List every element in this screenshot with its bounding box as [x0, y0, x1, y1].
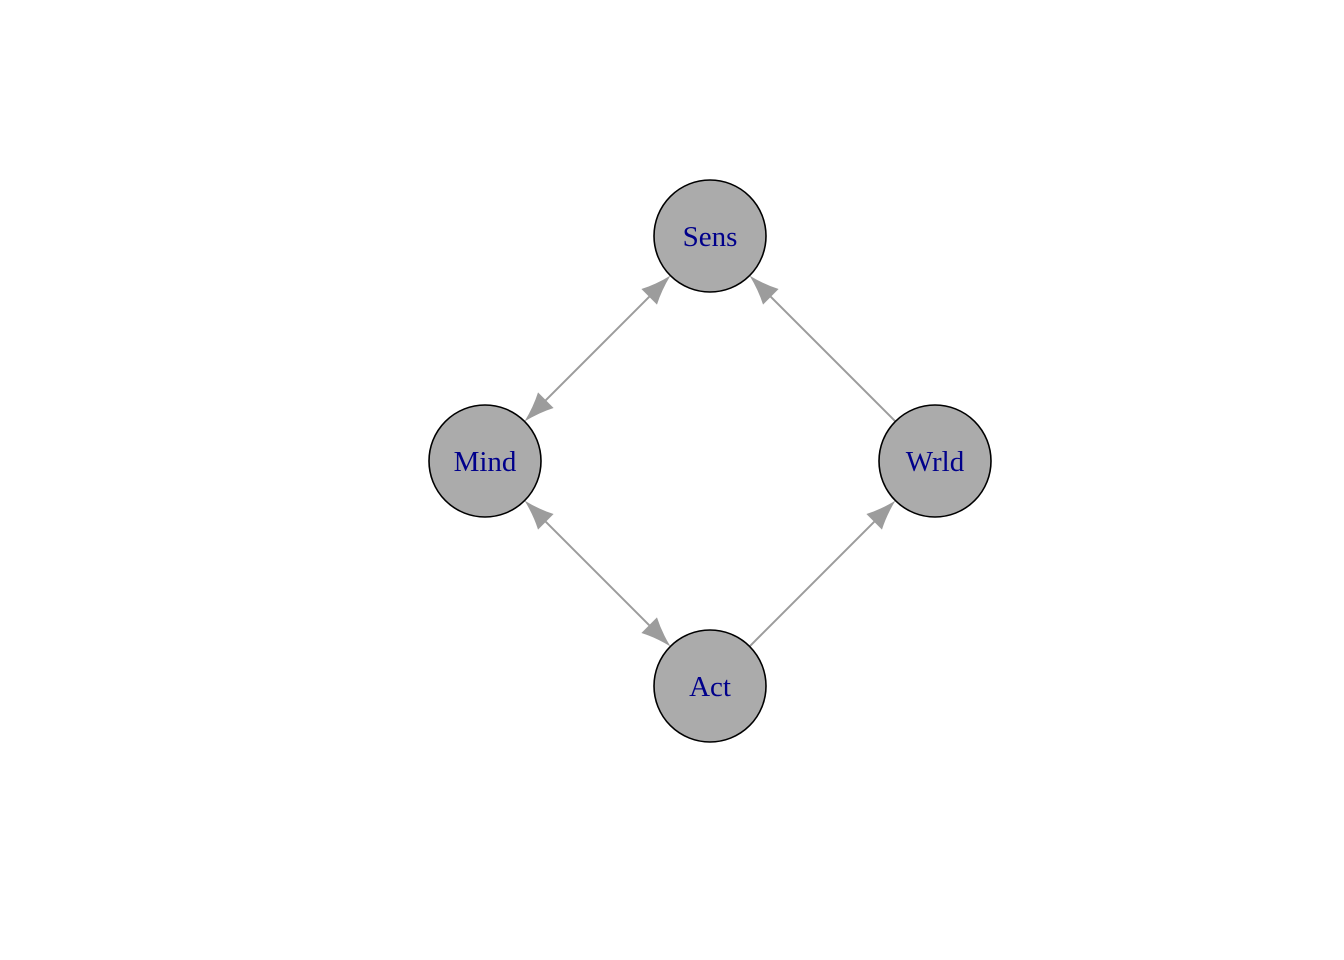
node-label: Wrld — [906, 446, 965, 478]
edge-wrld-sens — [749, 275, 897, 423]
node-circle — [653, 179, 767, 293]
edge-line — [765, 291, 897, 423]
arrowhead-icon — [524, 500, 554, 530]
edge-mind-sens — [524, 275, 671, 422]
arrowhead-icon — [641, 275, 671, 305]
edges-layer — [524, 275, 897, 648]
arrowhead-icon — [524, 392, 554, 422]
edge-line — [540, 516, 655, 631]
node-mind: Mind — [428, 404, 542, 518]
edge-mind-act — [524, 500, 671, 647]
node-circle — [428, 404, 542, 518]
node-circle — [653, 629, 767, 743]
node-circle — [878, 404, 992, 518]
node-wrld: Wrld — [878, 404, 992, 518]
node-label: Act — [689, 671, 731, 703]
arrowhead-icon — [866, 500, 896, 530]
node-sens: Sens — [653, 179, 767, 293]
node-label: Mind — [454, 446, 517, 478]
node-label: Sens — [683, 221, 738, 253]
arrowhead-icon — [641, 617, 671, 647]
edge-act-wrld — [748, 500, 896, 648]
node-act: Act — [653, 629, 767, 743]
arrowhead-icon — [749, 275, 779, 305]
edge-line — [540, 291, 655, 406]
edge-line — [748, 516, 880, 648]
